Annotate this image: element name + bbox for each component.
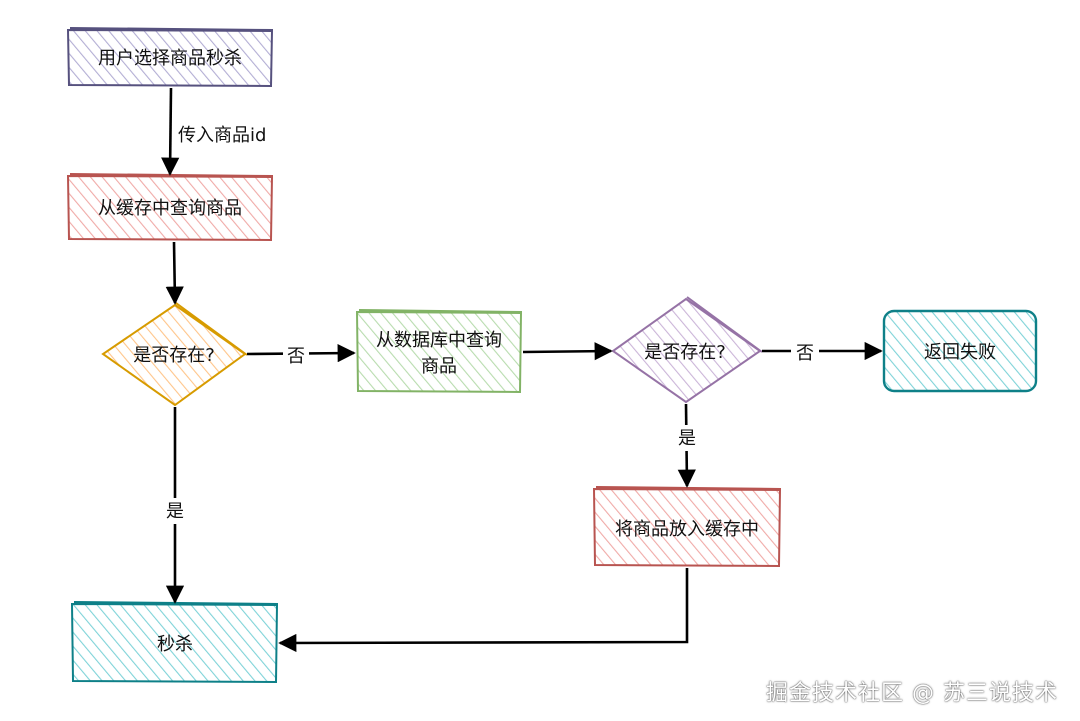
edge-label-no-2: 否 bbox=[796, 343, 814, 364]
edge-start-to-cache: 传入商品id bbox=[161, 87, 266, 176]
decision-exists-1[interactable]: 是否存在? bbox=[101, 302, 248, 407]
edge-label-yes-1: 是 bbox=[166, 501, 184, 522]
edge-decision1-yes: 是 bbox=[161, 407, 189, 604]
node-return-fail[interactable]: 返回失败 bbox=[882, 309, 1038, 393]
node-put-cache-label: 将商品放入缓存中 bbox=[615, 519, 759, 540]
edge-label-yes-2: 是 bbox=[678, 428, 696, 449]
decision-exists-2[interactable]: 是否存在? bbox=[611, 296, 763, 404]
edge-db-to-decision2 bbox=[522, 342, 613, 361]
watermark: 掘金技术社区 @ 苏三说技术 bbox=[766, 681, 1058, 706]
edge-label-pass-id: 传入商品id bbox=[178, 125, 266, 146]
node-query-cache[interactable]: 从缓存中查询商品 bbox=[66, 173, 274, 242]
edge-cache-to-decision1 bbox=[165, 241, 184, 305]
node-seckill[interactable]: 秒杀 bbox=[70, 601, 279, 684]
node-query-db[interactable]: 从数据库中查询 商品 bbox=[355, 309, 523, 394]
node-start-label: 用户选择商品秒杀 bbox=[98, 48, 242, 69]
node-start[interactable]: 用户选择商品秒杀 bbox=[66, 27, 274, 88]
node-query-db-label-1: 从数据库中查询 bbox=[376, 330, 502, 351]
edge-decision2-no: 否 bbox=[762, 340, 883, 364]
node-query-db-label-2: 商品 bbox=[421, 356, 457, 377]
decision-exists-1-label: 是否存在? bbox=[133, 345, 215, 366]
edge-putcache-to-seckill bbox=[278, 568, 689, 653]
edge-decision1-no: 否 bbox=[246, 343, 356, 367]
edge-decision2-yes: 是 bbox=[673, 403, 701, 488]
node-return-fail-label: 返回失败 bbox=[924, 342, 996, 363]
decision-exists-2-label: 是否存在? bbox=[644, 342, 726, 363]
edge-label-no-1: 否 bbox=[287, 346, 305, 367]
node-query-cache-label: 从缓存中查询商品 bbox=[98, 198, 242, 219]
node-seckill-label: 秒杀 bbox=[157, 634, 193, 655]
node-put-cache[interactable]: 将商品放入缓存中 bbox=[592, 486, 782, 568]
